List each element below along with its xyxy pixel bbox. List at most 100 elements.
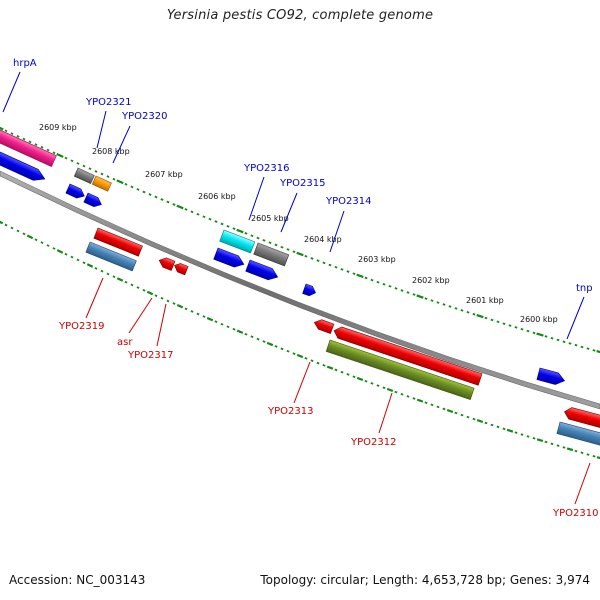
minor-tick xyxy=(304,254,308,258)
minor-tick xyxy=(112,275,116,279)
minor-tick xyxy=(394,390,398,394)
minor-tick xyxy=(466,311,470,314)
minor-tick xyxy=(280,245,284,249)
minor-tick xyxy=(544,440,548,444)
scale-label: 2604 kbp xyxy=(304,235,342,244)
minor-tick xyxy=(550,442,554,446)
gene-arrow-red[interactable] xyxy=(563,406,600,430)
gene-label-YPO2315[interactable]: YPO2315 xyxy=(279,178,325,189)
gene-feature-cyan[interactable] xyxy=(219,229,256,254)
minor-tick xyxy=(340,370,344,374)
gene-feature-gray[interactable] xyxy=(73,167,95,185)
minor-tick xyxy=(274,243,278,247)
minor-tick xyxy=(154,195,158,199)
gene-label-YPO2320[interactable]: YPO2320 xyxy=(121,111,167,122)
minor-tick xyxy=(190,310,194,313)
gene-label-YPO2310[interactable]: YPO2310 xyxy=(552,508,598,519)
minor-tick xyxy=(322,261,326,265)
gene-arrow-blue[interactable] xyxy=(536,367,566,387)
gene-label-YPO2316[interactable]: YPO2316 xyxy=(243,163,289,174)
minor-tick xyxy=(370,278,374,282)
minor-tick xyxy=(46,244,50,247)
minor-tick xyxy=(430,403,434,407)
minor-tick xyxy=(106,175,110,178)
major-tick xyxy=(416,398,424,403)
scale-label: 2608 kbp xyxy=(92,147,130,156)
gene-feature-magenta[interactable] xyxy=(0,125,57,168)
minor-tick xyxy=(352,272,356,275)
minor-tick xyxy=(370,382,374,385)
minor-tick xyxy=(364,276,368,280)
gene-arrow-red[interactable] xyxy=(173,262,189,276)
gene-feature-steelblue[interactable] xyxy=(556,421,600,447)
scale-tick-row xyxy=(0,126,600,354)
gene-label-YPO2317[interactable]: YPO2317 xyxy=(127,350,173,361)
minor-tick xyxy=(232,227,236,230)
gene-label-YPO2312[interactable]: YPO2312 xyxy=(350,437,396,448)
gene-label-hrpA[interactable]: hrpA xyxy=(13,58,37,69)
minor-tick xyxy=(472,313,476,316)
minor-tick xyxy=(76,258,80,262)
gene-feature-red[interactable] xyxy=(93,227,143,257)
gene-feature-olive[interactable] xyxy=(325,339,475,400)
minor-tick xyxy=(496,320,500,324)
gene-arrow-blue[interactable] xyxy=(213,247,246,270)
minor-tick xyxy=(100,269,104,273)
minor-tick xyxy=(574,449,578,453)
minor-tick xyxy=(16,134,20,138)
gene-arrow-blue[interactable] xyxy=(245,259,280,283)
gene-arrow-blue[interactable] xyxy=(65,183,87,201)
gene-label-YPO2319[interactable]: YPO2319 xyxy=(58,321,104,332)
gene-feature-steelblue[interactable] xyxy=(85,241,137,272)
minor-tick xyxy=(520,433,524,436)
gene-arrow-blue[interactable] xyxy=(0,147,47,185)
gene-arrow-red[interactable] xyxy=(157,256,176,271)
minor-tick xyxy=(484,316,488,320)
gene-label-YPO2313[interactable]: YPO2313 xyxy=(267,406,313,417)
genome-backbone xyxy=(0,170,600,410)
minor-tick xyxy=(166,299,170,303)
minor-tick xyxy=(346,270,350,273)
gene-arrow-blue[interactable] xyxy=(83,192,104,209)
minor-tick xyxy=(4,129,8,133)
gene-label-tnp[interactable]: tnp xyxy=(576,283,593,294)
minor-tick xyxy=(190,210,194,214)
major-tick xyxy=(536,332,544,337)
minor-tick xyxy=(502,322,506,325)
minor-tick xyxy=(232,327,236,331)
minor-tick xyxy=(388,285,392,288)
gene-arrow-red[interactable] xyxy=(313,318,335,334)
major-tick xyxy=(326,365,334,370)
minor-tick xyxy=(184,307,188,311)
minor-tick xyxy=(172,302,176,305)
gene-arrow-blue[interactable] xyxy=(302,283,318,298)
gene-feature-orange[interactable] xyxy=(91,175,112,192)
lower-tick-row xyxy=(0,220,600,460)
scale-label: 2603 kbp xyxy=(358,255,396,264)
major-tick xyxy=(506,428,514,433)
minor-tick xyxy=(64,252,68,256)
minor-tick xyxy=(340,268,344,271)
minor-tick xyxy=(244,332,248,336)
gene-label-YPO2314[interactable]: YPO2314 xyxy=(325,196,371,207)
minor-tick xyxy=(346,373,350,376)
major-tick xyxy=(476,314,484,319)
minor-tick xyxy=(430,299,434,302)
minor-tick xyxy=(484,421,488,425)
gene-feature-gray[interactable] xyxy=(253,242,290,267)
minor-tick xyxy=(322,364,326,367)
gene-arrow-red[interactable] xyxy=(332,325,483,386)
minor-tick xyxy=(220,322,224,326)
minor-tick xyxy=(202,315,206,318)
minor-tick xyxy=(166,200,170,204)
major-tick xyxy=(476,419,484,424)
gene-label-YPO2321[interactable]: YPO2321 xyxy=(85,97,131,108)
major-tick xyxy=(386,387,394,393)
gene-label-asr[interactable]: asr xyxy=(117,337,133,348)
minor-tick xyxy=(22,232,26,236)
forward-label-lines xyxy=(2,71,585,340)
minor-tick xyxy=(124,280,128,284)
minor-tick xyxy=(202,215,206,219)
minor-tick xyxy=(274,345,278,348)
major-tick xyxy=(596,350,600,354)
